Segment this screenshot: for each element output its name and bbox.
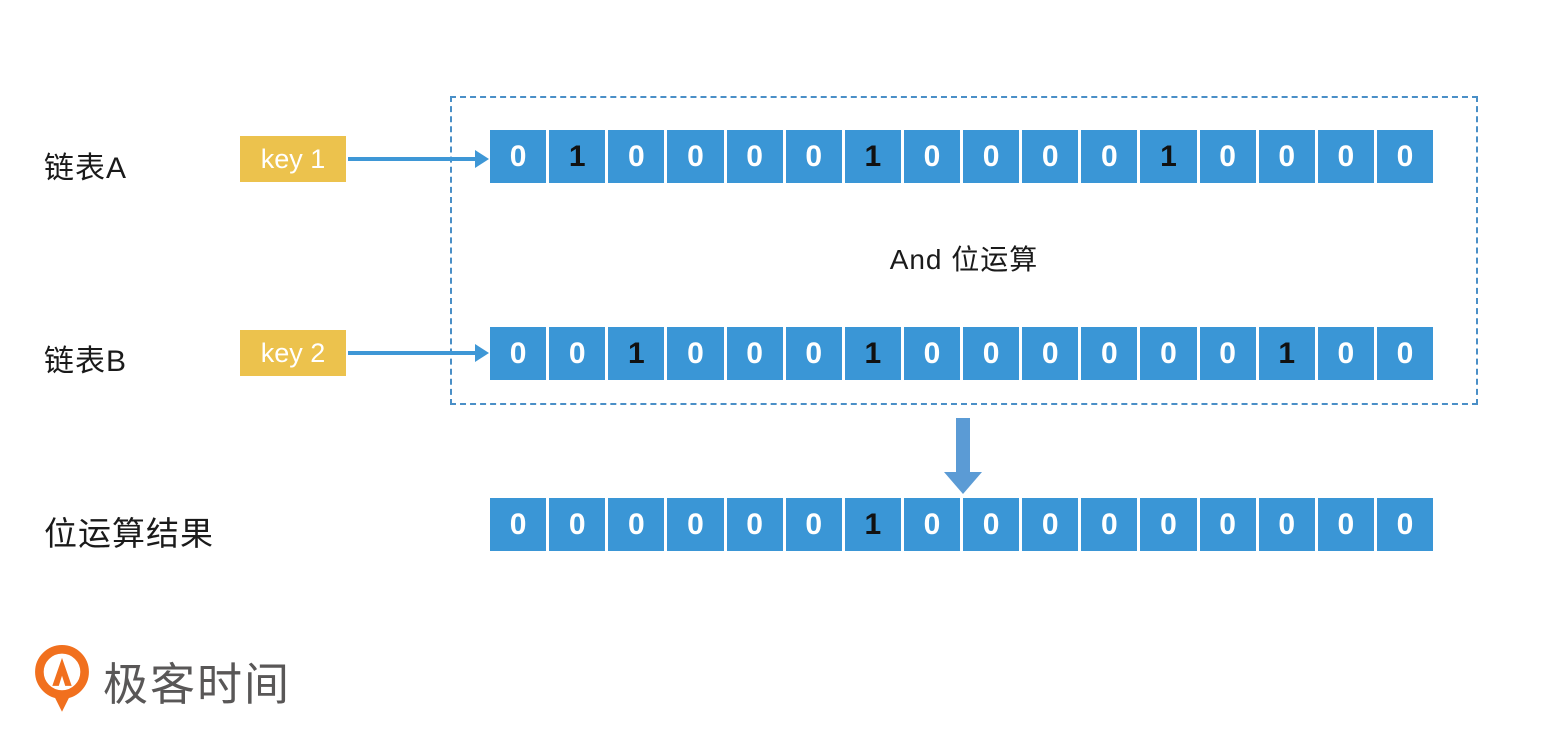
bit-cell: 0	[1199, 130, 1256, 183]
bit-cell: 1	[844, 130, 901, 183]
bit-cell: 0	[1376, 327, 1433, 380]
key2-to-bits-arrow	[348, 344, 489, 362]
bit-cell: 1	[608, 327, 665, 380]
list-b-label: 链表B	[44, 345, 128, 378]
key1-box: key 1	[240, 136, 346, 182]
bit-cell: 0	[1258, 498, 1315, 551]
bit-cell: 0	[785, 327, 842, 380]
bit-cell: 1	[549, 130, 606, 183]
geektime-logo: 极客时间	[35, 645, 291, 715]
bit-cell: 0	[608, 498, 665, 551]
bit-cell: 0	[549, 327, 606, 380]
bit-cell: 0	[1081, 327, 1138, 380]
bit-cell: 0	[785, 130, 842, 183]
bit-cell: 0	[1022, 498, 1079, 551]
bit-cell: 0	[1376, 498, 1433, 551]
list-a-label: 链表A	[44, 152, 128, 185]
bit-cell: 1	[844, 327, 901, 380]
bit-cell: 0	[963, 498, 1020, 551]
bit-cell: 0	[667, 130, 724, 183]
geektime-pin-icon	[35, 645, 89, 712]
bit-cell: 0	[608, 130, 665, 183]
and-operation-label: And 位运算	[889, 244, 1039, 275]
bit-cell: 0	[963, 130, 1020, 183]
bit-cell: 0	[1317, 327, 1374, 380]
bit-cell: 0	[1258, 130, 1315, 183]
bit-cell: 0	[490, 327, 547, 380]
bit-cell: 0	[667, 327, 724, 380]
bit-cell: 0	[1199, 498, 1256, 551]
bit-cell: 0	[1022, 130, 1079, 183]
bit-cell: 0	[1199, 327, 1256, 380]
arrow-down-shaft	[956, 418, 970, 472]
bit-cell: 0	[726, 498, 783, 551]
bit-cell: 0	[1022, 327, 1079, 380]
arrow-down-icon	[944, 418, 982, 494]
bit-cell: 0	[963, 327, 1020, 380]
bit-cell: 0	[726, 327, 783, 380]
result-label: 位运算结果	[44, 515, 214, 552]
bit-cell: 0	[903, 327, 960, 380]
bit-cell: 0	[1317, 498, 1374, 551]
bit-cell: 0	[726, 130, 783, 183]
key2-label: key 2	[260, 337, 326, 368]
bit-cell: 1	[1140, 130, 1197, 183]
bit-cell: 0	[1140, 498, 1197, 551]
bit-cell: 0	[1376, 130, 1433, 183]
bit-cell: 0	[490, 130, 547, 183]
bit-cell: 1	[1258, 327, 1315, 380]
arrow-right-icon	[475, 150, 489, 168]
key1-label: key 1	[260, 143, 326, 174]
geektime-logo-text: 极客时间	[103, 658, 292, 710]
bit-cell: 0	[490, 498, 547, 551]
bit-cell: 0	[785, 498, 842, 551]
bit-cell: 0	[1140, 327, 1197, 380]
bit-cell: 0	[903, 498, 960, 551]
bit-cell: 1	[844, 498, 901, 551]
and-operation-group-box	[450, 96, 1478, 405]
bit-cell: 0	[549, 498, 606, 551]
key1-to-bits-arrow	[348, 150, 489, 168]
bit-cell: 0	[1081, 498, 1138, 551]
bit-cell: 0	[1081, 130, 1138, 183]
key2-box: key 2	[240, 330, 346, 376]
arrow-down-head	[944, 472, 982, 494]
bit-cell: 0	[903, 130, 960, 183]
arrow-right-icon	[475, 344, 489, 362]
bit-cell: 0	[1317, 130, 1374, 183]
bit-cell: 0	[667, 498, 724, 551]
